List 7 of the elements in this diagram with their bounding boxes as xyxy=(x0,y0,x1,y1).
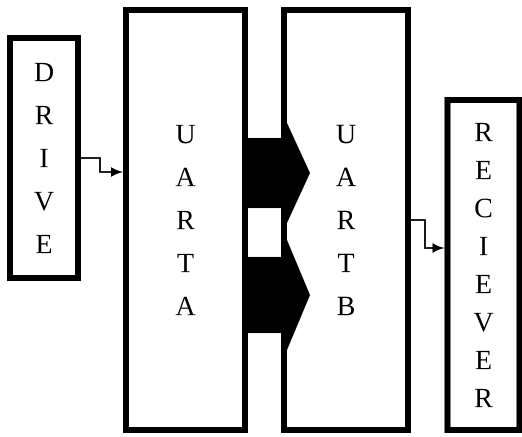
labeled-box: RECIEVER xyxy=(444,97,522,433)
block-arrow xyxy=(248,122,310,224)
labeled-box: UARTA xyxy=(123,7,248,433)
step-arrow xyxy=(81,157,121,176)
block-arrow xyxy=(248,240,310,350)
step-arrow xyxy=(411,219,442,252)
labeled-box: DRIVE xyxy=(7,35,81,281)
